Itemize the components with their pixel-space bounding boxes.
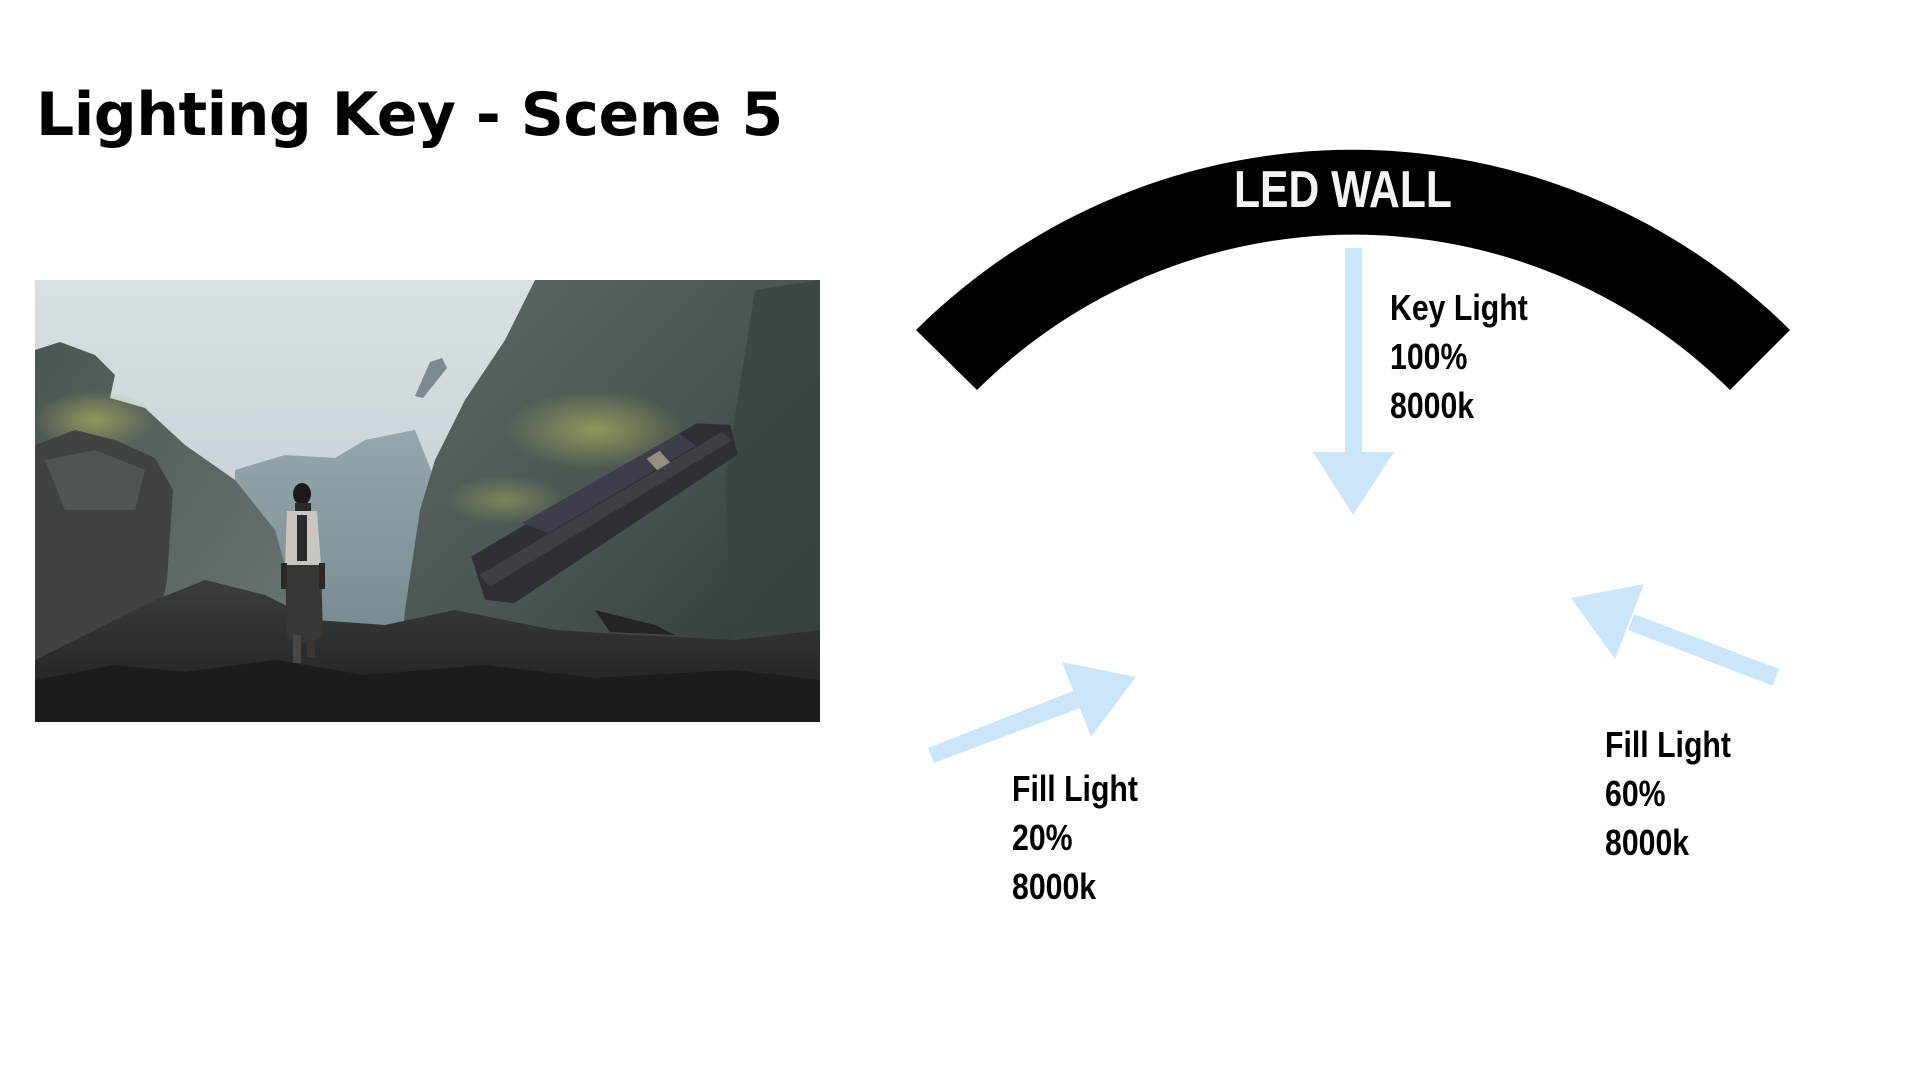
fill-light-right-label: Fill Light 60% 8000k [1605,720,1731,867]
fill-light-right-intensity: 60% [1605,773,1666,814]
fill-light-left-intensity: 20% [1012,817,1073,858]
key-light-arrow-icon [1313,248,1394,515]
reference-scene-image [35,280,820,722]
fill-light-right-arrow-icon [1571,584,1779,686]
key-light-intensity: 100% [1390,336,1468,377]
fill-light-left-name: Fill Light [1012,768,1138,809]
fill-light-left-arrow-icon [928,662,1136,763]
fill-light-left-temperature: 8000k [1012,866,1097,907]
page-title: Lighting Key - Scene 5 [36,80,783,150]
fill-light-left-label: Fill Light 20% 8000k [1012,764,1138,911]
led-wall-shape [916,149,1790,390]
key-light-name: Key Light [1390,287,1528,328]
key-light-label: Key Light 100% 8000k [1390,283,1528,430]
led-wall-label: LED WALL [1234,161,1452,219]
fill-light-right-temperature: 8000k [1605,822,1690,863]
fill-light-right-name: Fill Light [1605,724,1731,765]
key-light-temperature: 8000k [1390,385,1475,426]
